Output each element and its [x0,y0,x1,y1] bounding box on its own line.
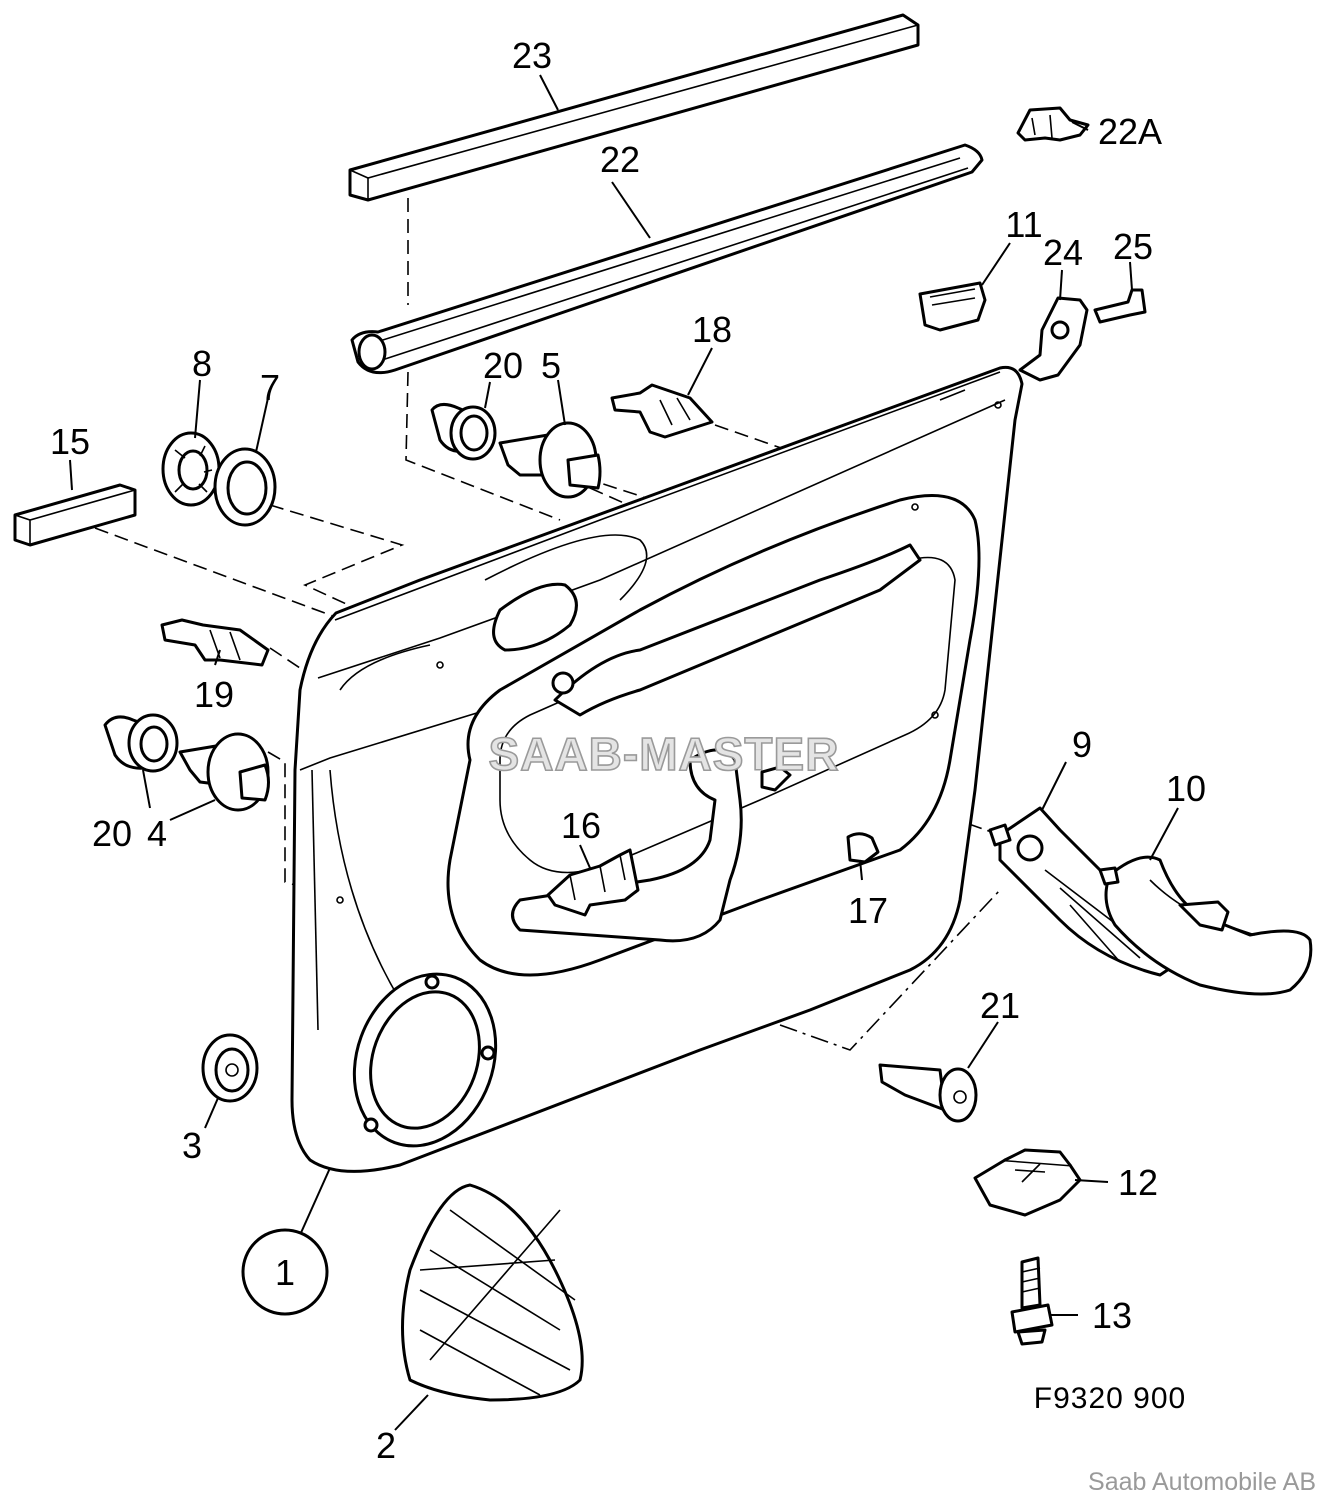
callout-21: 21 [980,985,1020,1026]
part-24-bracket [1018,296,1089,382]
part-10-grab-handle [1098,855,1313,996]
part-22-window-seal-strip [350,143,984,375]
callout-22A: 22A [1098,111,1162,152]
part-8-star-washer [161,431,221,507]
callout-20-mid: 20 [92,813,132,854]
callout-2: 2 [376,1425,396,1466]
callout-1: 1 [275,1252,295,1293]
callout-9: 9 [1072,724,1092,765]
callout-7: 7 [260,367,280,408]
part-15-foam-block [13,483,137,547]
callout-22: 22 [600,139,640,180]
part-12-speed-nut-clip [973,1148,1082,1217]
callout-10: 10 [1166,768,1206,809]
part-20-plug-mid [103,713,179,773]
callout-5: 5 [541,345,561,386]
part-23-foam-strip [348,13,920,202]
part-11-plug [918,281,987,332]
part-21-screw [878,1063,978,1123]
callout-25: 25 [1113,226,1153,267]
callout-15: 15 [50,421,90,462]
callout-11: 11 [1005,204,1042,245]
part-13-bolt [1010,1256,1054,1346]
figure-code: F9320 900 [1034,1382,1186,1415]
part-22A-clip [1016,106,1090,142]
callout-16: 16 [561,805,601,846]
leader-lines [69,74,1179,1431]
part-18-push-clip [610,383,714,439]
part-20-plug-top [430,403,497,461]
part-16-bracket-clip [546,848,640,917]
callout-3: 3 [182,1125,202,1166]
part-4-screw-washer [178,732,270,812]
callout-18: 18 [692,309,732,350]
callout-20-top: 20 [483,345,523,386]
part-5-screw-washer [498,421,602,499]
callout-24: 24 [1043,232,1083,273]
part-2-speaker-grille [401,1183,584,1402]
callout-8: 8 [192,343,212,384]
callout-23: 23 [512,35,552,76]
part-19-clip [160,618,270,667]
callout-12: 12 [1118,1162,1158,1203]
callout-1-circle [241,1228,329,1316]
callout-4: 4 [147,813,167,854]
part-3-grommet [201,1033,259,1103]
part-17-plug [760,765,880,864]
callout-13: 13 [1092,1295,1132,1336]
part-25-screw [1093,288,1147,324]
part-7-ring-seal [213,447,277,527]
copyright-notice: Saab Automobile AB [1088,1468,1316,1496]
callout-17: 17 [848,890,888,931]
watermark: SAAB-MASTER [489,728,840,780]
callout-labels: 1 2 3 4 5 7 8 9 10 11 12 13 15 16 17 18 … [50,35,1206,1466]
callout-19: 19 [194,674,234,715]
